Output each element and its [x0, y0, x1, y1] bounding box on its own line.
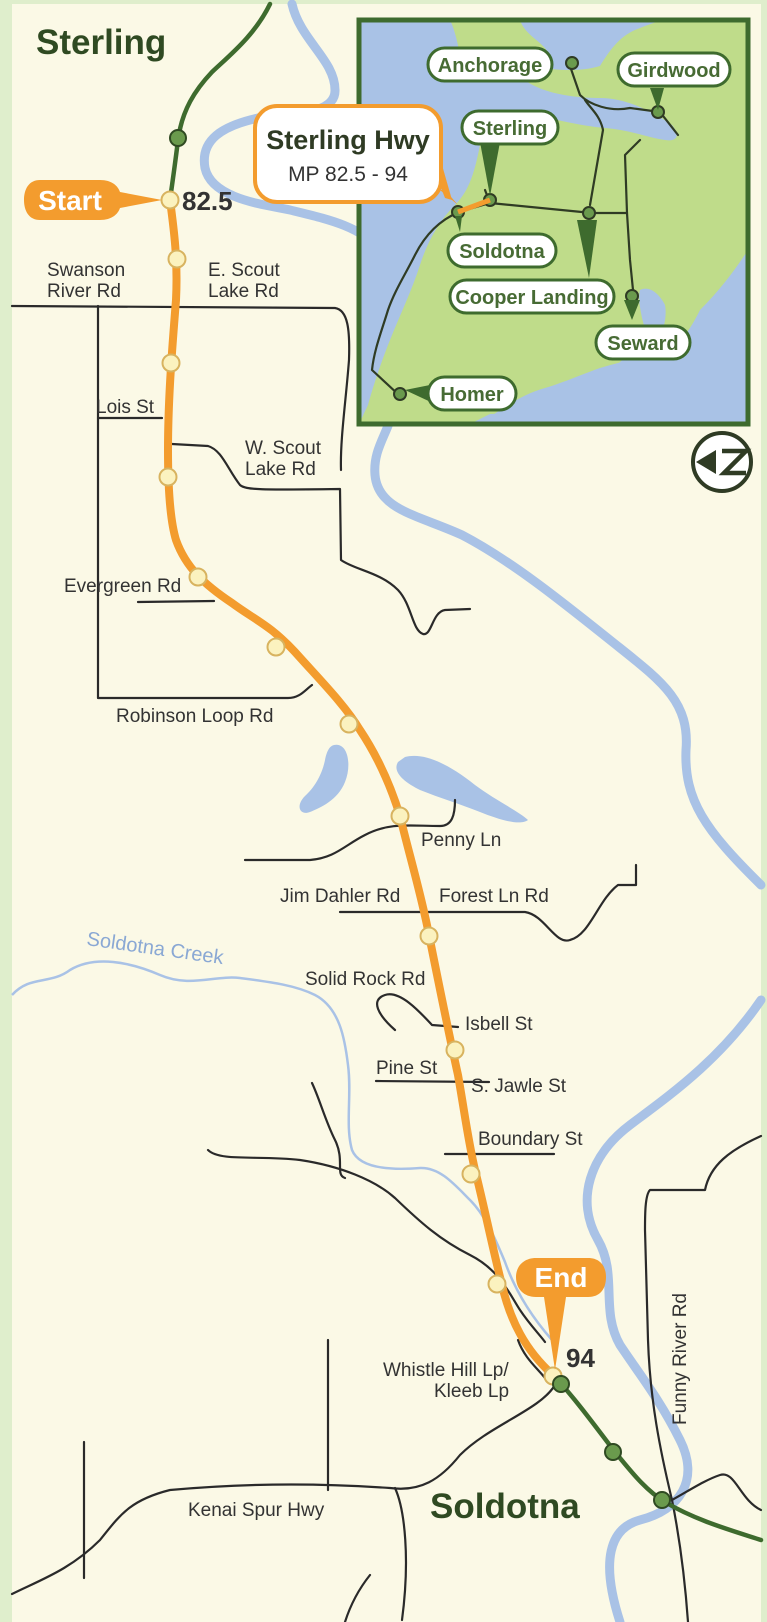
inset-label-girdwood: Girdwood: [627, 60, 720, 82]
label-pine: Pine St: [376, 1058, 438, 1079]
highway-node: [552, 1375, 570, 1393]
road-w-scout: [170, 442, 472, 636]
inset-pill-anchorage: Anchorage: [426, 46, 554, 83]
inset-pointers: [405, 88, 664, 404]
road-west-loop: [206, 1148, 547, 1344]
start-milepost: 82.5: [182, 186, 233, 216]
route-mileposts: [158, 190, 563, 1386]
inset-pill-soldotna: Soldotna: [446, 232, 558, 269]
road-forest: [338, 863, 638, 942]
inset-label-anchorage: Anchorage: [438, 55, 542, 77]
label-swanson-2: River Rd: [47, 281, 121, 302]
milepost-dot: [167, 249, 187, 269]
milepost-dot: [445, 1040, 465, 1060]
north-arrow-icon: [691, 431, 753, 493]
end-marker: End: [516, 1258, 606, 1370]
start-label: Start: [38, 185, 102, 216]
label-lois: Lois St: [96, 397, 155, 418]
label-isbell: Isbell St: [465, 1014, 533, 1035]
inset-node-anchorage: [565, 56, 579, 70]
end-label: End: [535, 1262, 588, 1293]
inset-pill-seward: Seward: [594, 324, 692, 361]
inset-pill-sterling: Sterling: [460, 109, 560, 146]
inset-node-homer: [393, 387, 407, 401]
inset-south-bay: [480, 310, 748, 424]
city-sterling: Sterling: [36, 23, 166, 62]
label-escout-2: Lake Rd: [208, 281, 279, 302]
label-funny-river: Funny River Rd: [670, 1293, 691, 1425]
inset-pill-girdwood: Girdwood: [616, 51, 732, 88]
callout-title: Sterling Hwy: [266, 125, 430, 155]
highway-node: [604, 1443, 622, 1461]
road-pine: [374, 1079, 491, 1084]
road-middle: [310, 1081, 347, 1180]
label-whistle-2: Kleeb Lp: [434, 1381, 509, 1402]
inset-map: Anchorage Girdwood Sterling Soldotna Coo…: [356, 17, 751, 427]
highway-nodes: [169, 129, 671, 1509]
label-jawle: S. Jawle St: [471, 1076, 567, 1097]
inset-frame: [356, 17, 751, 427]
end-milepost: 94: [566, 1343, 595, 1373]
highway-node: [169, 129, 187, 147]
label-robinson: Robinson Loop Rd: [116, 706, 273, 727]
milepost-dot: [390, 806, 410, 826]
inset-pill-homer: Homer: [426, 375, 518, 412]
road-east-spur: [670, 1473, 763, 1512]
milepost-dot: [419, 926, 439, 946]
road-solid-rock: [376, 993, 460, 1032]
lake-east: [396, 755, 528, 823]
label-swanson-1: Swanson: [47, 260, 125, 281]
lake-west: [299, 744, 349, 813]
callout-box: Sterling Hwy MP 82.5 - 94: [253, 104, 458, 205]
milepost-dot: [160, 190, 180, 210]
inset-route: [457, 197, 491, 215]
label-kenai-spur: Kenai Spur Hwy: [188, 1500, 325, 1521]
local-roads: [10, 304, 763, 1622]
milepost-dot: [487, 1274, 507, 1294]
milepost-dot: [188, 567, 208, 587]
milepost-dot: [266, 637, 286, 657]
inset-label-soldotna: Soldotna: [459, 241, 545, 263]
inset-label-cooper-landing: Cooper Landing: [455, 287, 608, 309]
road-swanson-river: [10, 304, 351, 472]
inset-label-homer: Homer: [440, 384, 504, 406]
milepost-dot: [158, 467, 178, 487]
start-marker: Start: [24, 180, 162, 220]
sterling-hwy-south: [550, 1372, 764, 1543]
inset-label-sterling: Sterling: [473, 118, 547, 140]
callout-subtitle: MP 82.5 - 94: [288, 163, 408, 186]
road-kenai-spur: [10, 1383, 557, 1596]
road-south-spur: [343, 1573, 372, 1622]
label-solid-rock: Solid Rock Rd: [305, 969, 425, 990]
kenai-river-lower: [582, 995, 766, 1622]
label-wscout-1: W. Scout: [245, 438, 322, 459]
label-boundary: Boundary St: [478, 1129, 583, 1150]
inset-node-cooper-landing: [582, 206, 596, 220]
road-penny: [243, 798, 457, 862]
label-penny: Penny Ln: [421, 830, 501, 851]
milepost-dot: [339, 714, 359, 734]
sterling-hwy-north: [167, 1, 273, 203]
road-south-lower: [393, 1486, 408, 1622]
highway-node: [653, 1491, 671, 1509]
milepost-dot: [161, 353, 181, 373]
label-forest: Forest Ln Rd: [439, 886, 549, 907]
road-evergreen: [136, 599, 216, 604]
inset-pill-cooper-landing: Cooper Landing: [448, 278, 616, 315]
milepost-dot: [461, 1164, 481, 1184]
inset-label-seward: Seward: [607, 333, 678, 355]
label-wscout-2: Lake Rd: [245, 459, 316, 480]
label-whistle-1: Whistle Hill Lp/: [383, 1360, 509, 1381]
label-escout-1: E. Scout: [208, 260, 281, 281]
label-evergreen: Evergreen Rd: [64, 576, 181, 597]
road-funny-river: [643, 1134, 763, 1622]
street-labels: Swanson River Rd E. Scout Lake Rd Lois S…: [47, 260, 691, 1521]
label-jim-dahler: Jim Dahler Rd: [280, 886, 400, 907]
road-robinson-loop: [96, 304, 314, 700]
city-soldotna: Soldotna: [430, 1487, 580, 1526]
